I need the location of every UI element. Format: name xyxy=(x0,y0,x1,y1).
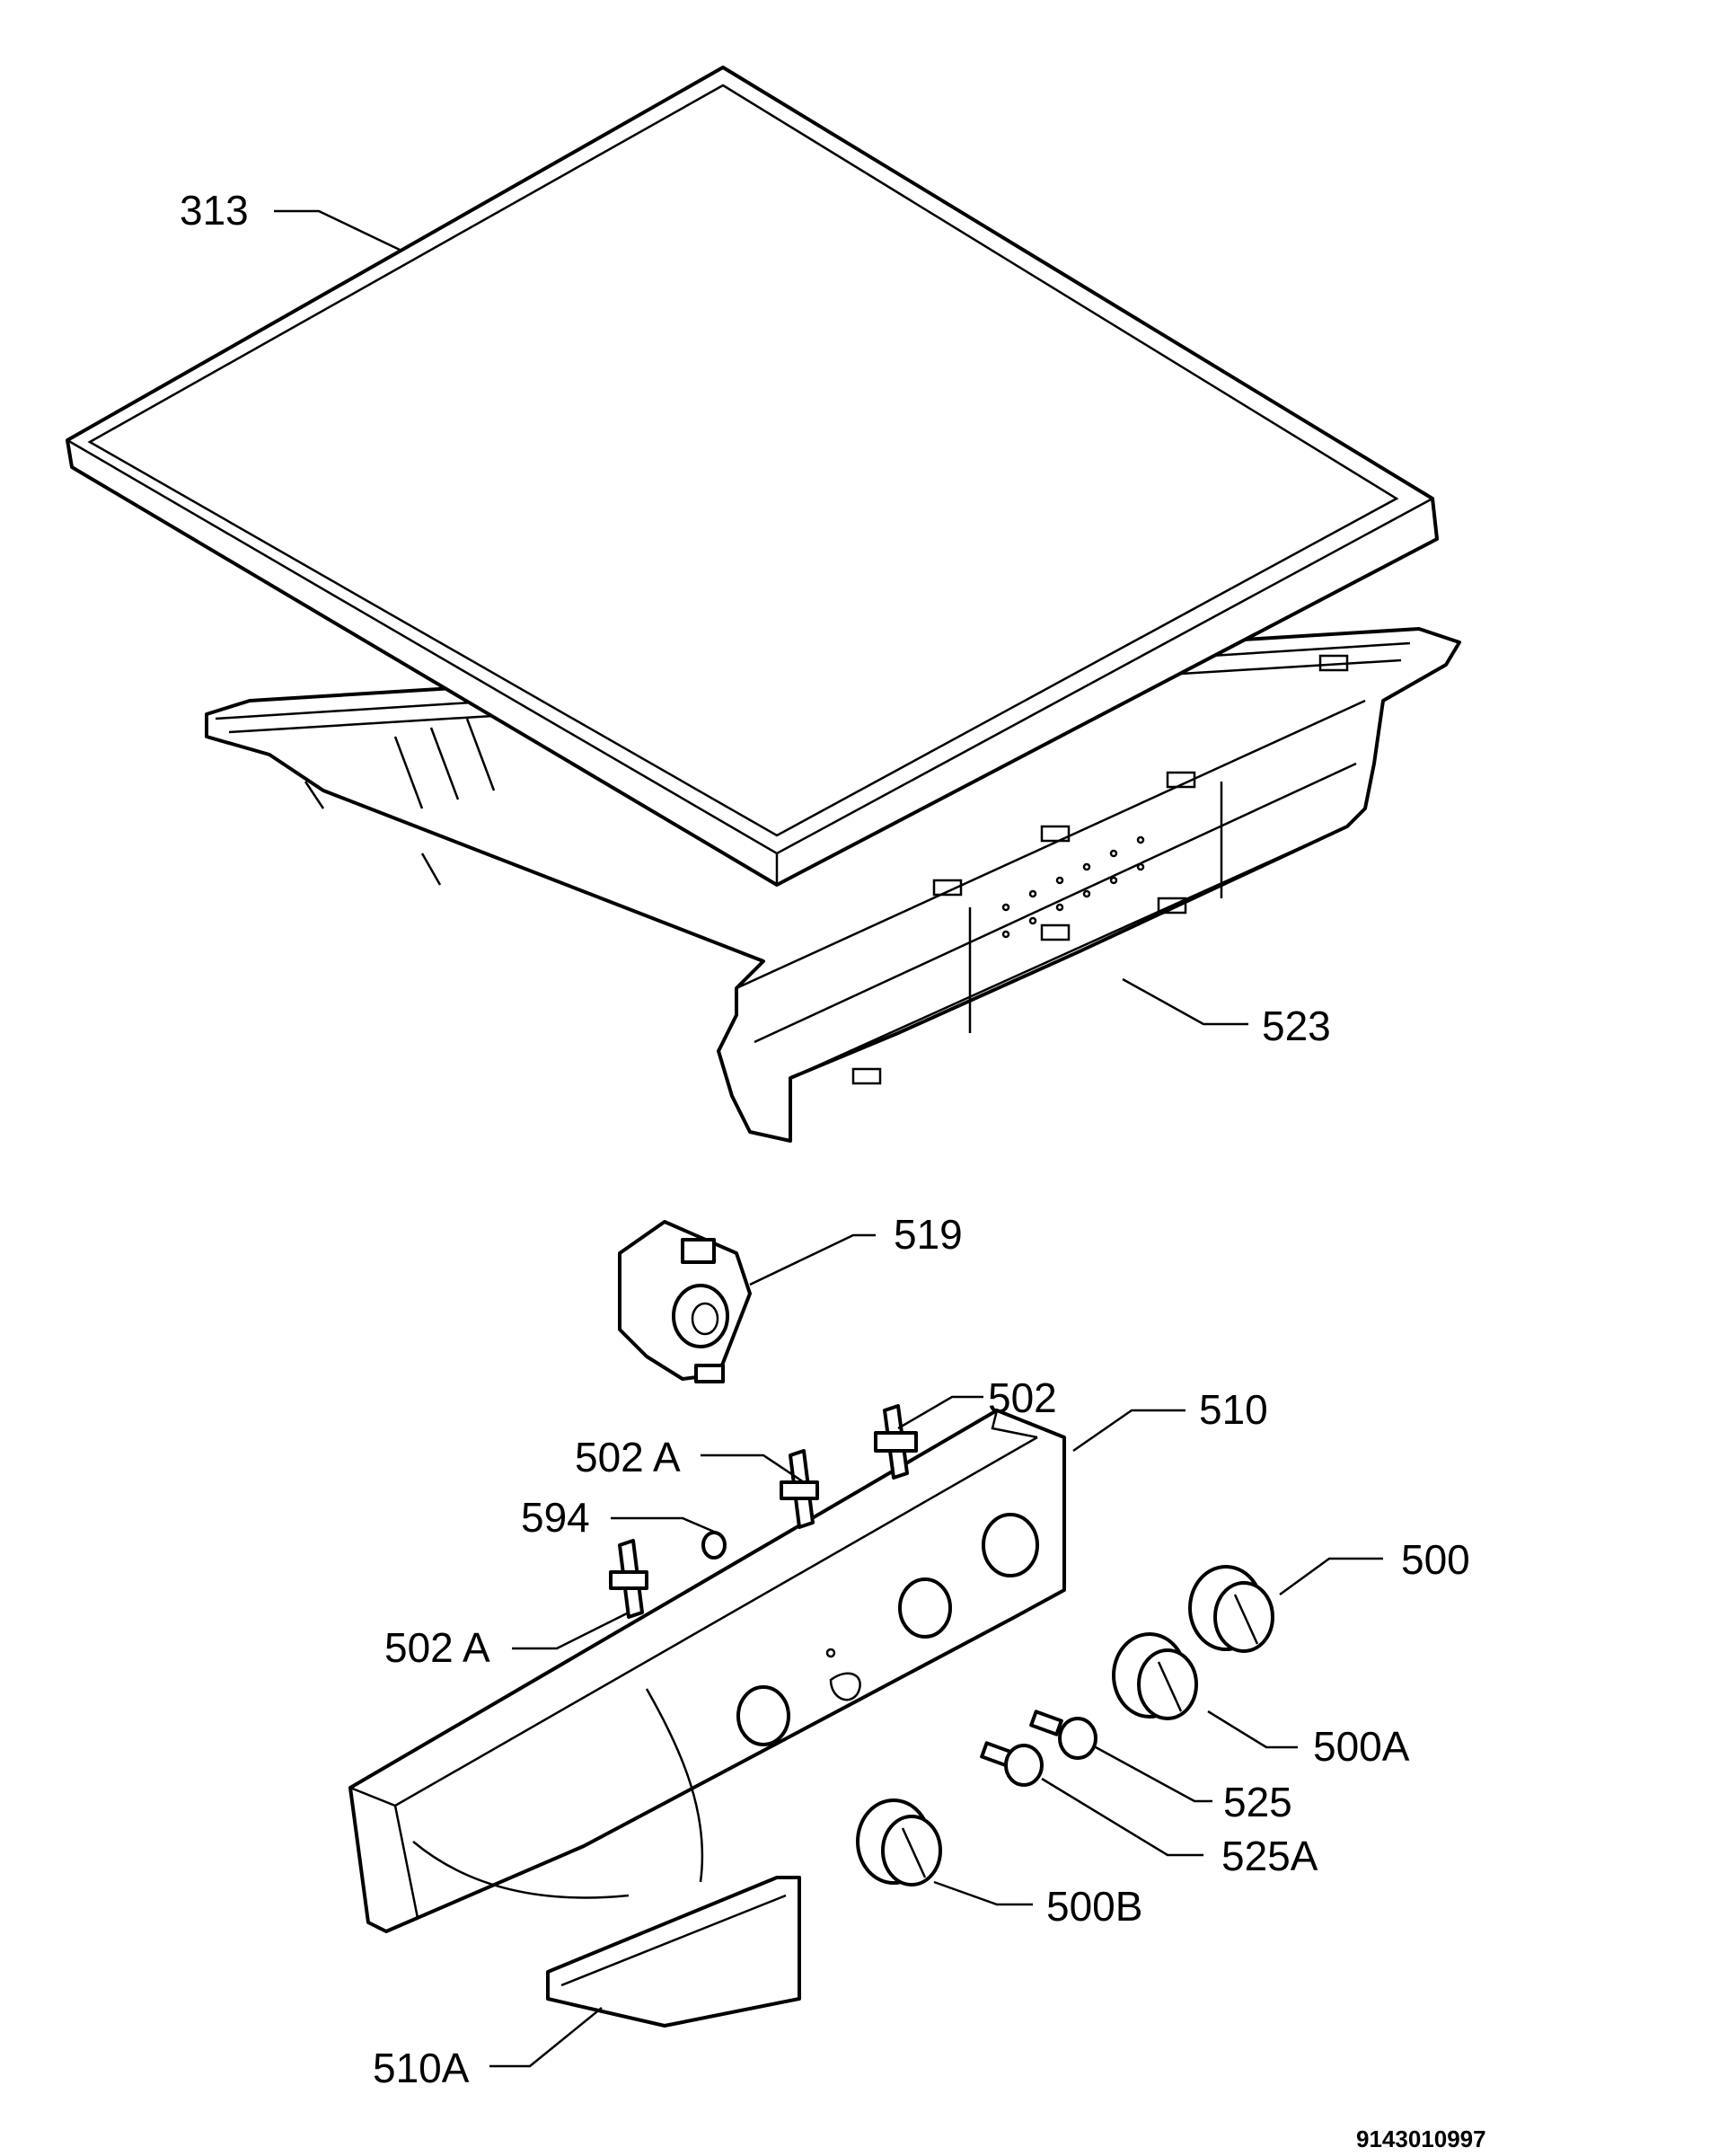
part-523-frame xyxy=(205,627,1461,1143)
part-502-clip xyxy=(874,1404,918,1480)
part-500a-knob xyxy=(1112,1632,1198,1720)
drawing-code: 9143010997 xyxy=(1356,2125,1486,2152)
label-500: 500 xyxy=(1401,1536,1470,1583)
label-525a: 525A xyxy=(1221,1833,1318,1879)
part-510a-decal xyxy=(546,1876,801,2028)
part-500b-knob xyxy=(856,1798,942,1886)
part-502a-clip-top xyxy=(780,1449,819,1529)
leader-lines xyxy=(274,209,1383,2068)
part-519-door-lock xyxy=(618,1220,752,1383)
label-502a-bottom: 502 A xyxy=(384,1624,490,1671)
part-594-indicator xyxy=(701,1531,727,1560)
label-500a: 500A xyxy=(1313,1723,1410,1770)
label-313: 313 xyxy=(180,187,249,234)
part-510-control-panel xyxy=(348,1409,1066,1933)
label-510: 510 xyxy=(1199,1386,1268,1433)
part-labels: 313 523 519 502 510 502 A 594 502 A 500 … xyxy=(180,187,1486,2152)
part-502a-clip-bottom xyxy=(609,1539,648,1619)
part-525-button xyxy=(1029,1710,1097,1760)
label-500b: 500B xyxy=(1046,1883,1142,1930)
label-502: 502 xyxy=(988,1374,1057,1421)
part-313-worktop xyxy=(66,66,1439,887)
part-525a-button xyxy=(980,1741,1044,1787)
label-594: 594 xyxy=(521,1494,590,1541)
label-510a: 510A xyxy=(373,2045,470,2091)
label-519: 519 xyxy=(894,1211,963,1258)
label-502a-top: 502 A xyxy=(575,1434,681,1480)
part-500-knob xyxy=(1188,1565,1274,1653)
label-523: 523 xyxy=(1262,1003,1331,1049)
label-525: 525 xyxy=(1223,1779,1292,1825)
